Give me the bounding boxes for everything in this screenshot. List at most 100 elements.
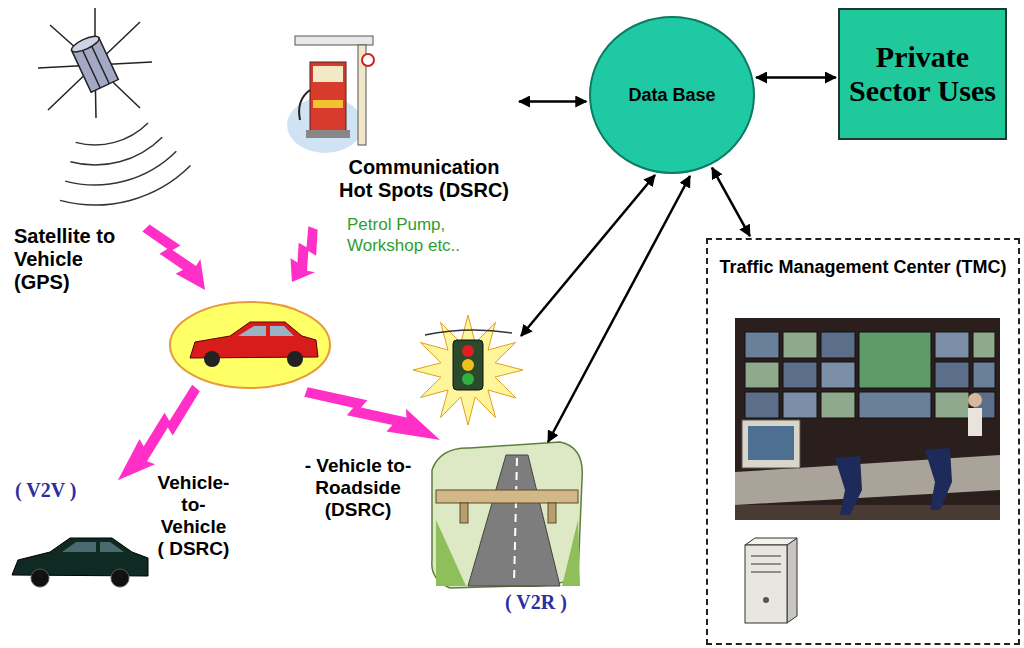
petrol-pump-icon <box>310 62 346 132</box>
signal-waves <box>70 137 162 165</box>
control-room-photo <box>973 362 995 388</box>
link-label: Vehicle- to- Vehicle ( DSRC) <box>155 472 232 560</box>
signal-waves <box>60 166 190 206</box>
computer-tower-icon <box>763 597 769 603</box>
link-label: Satellite to Vehicle (GPS) <box>14 225 128 294</box>
black-car-icon <box>62 542 124 552</box>
control-room-photo <box>745 392 779 418</box>
database-ellipse: Data Base <box>588 15 756 175</box>
control-room-photo <box>735 505 1000 520</box>
traffic-light-icon <box>413 315 523 425</box>
satellite-icon <box>70 33 101 55</box>
computer-tower-icon <box>751 572 781 573</box>
traffic-light-icon <box>453 340 483 390</box>
roadside-icon <box>460 503 468 523</box>
link-arrow <box>521 175 655 336</box>
petrol-pump-icon <box>362 54 374 66</box>
roadside-icon <box>468 455 560 586</box>
red-car-icon <box>204 351 220 367</box>
control-room-photo <box>748 426 794 460</box>
control-room-photo <box>783 332 817 358</box>
signal-waves <box>60 123 190 205</box>
lightning-bolt <box>303 375 447 449</box>
computer-tower-icon <box>787 538 797 623</box>
satellite-icon <box>90 42 109 84</box>
petrol-pump-icon <box>313 66 343 82</box>
satellite-icon <box>38 8 152 118</box>
control-room-photo <box>968 408 982 436</box>
petrol-pump-icon <box>306 130 350 138</box>
roadside-icon <box>548 503 556 523</box>
black-car-icon <box>31 569 49 587</box>
control-room-photo <box>783 392 817 418</box>
lightning-bolt <box>283 224 330 288</box>
node-text: Private Sector Uses <box>840 40 1005 108</box>
link-arrow <box>712 168 750 237</box>
computer-tower-icon <box>751 564 781 565</box>
petrol-pump-icon <box>313 100 343 108</box>
control-room-photo <box>783 362 817 388</box>
tmc-panel: Traffic Management Center (TMC) <box>706 238 1020 645</box>
red-car-icon <box>170 302 330 388</box>
control-room-photo <box>745 332 995 418</box>
red-car-icon <box>238 326 294 336</box>
control-room-photo <box>821 392 855 418</box>
control-room-photo <box>973 332 995 358</box>
red-car-icon <box>287 351 303 367</box>
node-text: Communication Hot Spots (DSRC) <box>335 156 513 202</box>
roadside-icon <box>432 442 583 588</box>
black-car-icon <box>111 569 129 587</box>
computer-tower-icon <box>745 545 787 623</box>
petrol-pump-icon <box>287 36 374 153</box>
node-text: Petrol Pump, Workshop etc.. <box>347 214 472 256</box>
node-text: Traffic Management Center (TMC) <box>718 256 1008 278</box>
lightning-bolt <box>139 216 218 297</box>
link-code: ( V2V ) <box>15 478 76 502</box>
control-room-photo <box>935 392 969 418</box>
red-car-icon <box>170 302 330 388</box>
lightning-bolt <box>110 216 446 492</box>
satellite-icon <box>81 46 100 88</box>
link-arrow <box>548 176 690 442</box>
traffic-light-icon <box>462 345 474 357</box>
traffic-light-icon <box>413 315 523 425</box>
control-room-photo <box>935 362 969 388</box>
control-room-photo <box>859 392 931 418</box>
computer-tower-icon <box>745 538 797 545</box>
traffic-light-icon <box>462 373 474 385</box>
roadside-icon <box>432 442 583 588</box>
control-room-photo <box>835 456 862 515</box>
signal-waves <box>76 123 148 145</box>
control-room-photo <box>821 332 855 358</box>
database-ellipse <box>590 17 754 173</box>
control-room-photo <box>745 362 779 388</box>
control-room-photo <box>925 448 952 510</box>
black-car-icon <box>12 538 148 576</box>
link-arrow <box>521 175 690 442</box>
private-sector-box: Private Sector Uses <box>838 8 1007 140</box>
control-room-photo <box>968 393 982 407</box>
link-arrow <box>756 76 836 79</box>
roadside-icon <box>436 490 578 503</box>
signal-waves <box>65 151 176 185</box>
link-label: - Vehicle to- Roadside (DSRC) <box>298 455 418 521</box>
traffic-light-icon <box>425 330 512 335</box>
control-room-photo <box>935 332 969 358</box>
roadside-icon <box>436 520 466 586</box>
control-room-photo <box>742 420 800 468</box>
control-room-photo <box>735 318 1000 520</box>
satellite-icon <box>70 33 119 92</box>
hotspot-group: Communication Hot Spots (DSRC) Petrol Pum… <box>285 28 517 273</box>
control-room-photo <box>859 332 931 388</box>
petrol-pump-icon <box>295 36 373 45</box>
roadside-icon <box>514 458 517 584</box>
traffic-light-icon <box>462 359 474 371</box>
control-room-photo <box>821 362 855 388</box>
control-room-photo <box>735 318 1000 520</box>
roadside-icon <box>562 520 580 586</box>
computer-tower-icon <box>751 556 781 557</box>
computer-tower-icon <box>745 538 797 623</box>
petrol-pump-icon <box>299 90 310 120</box>
control-room-photo <box>745 332 779 358</box>
